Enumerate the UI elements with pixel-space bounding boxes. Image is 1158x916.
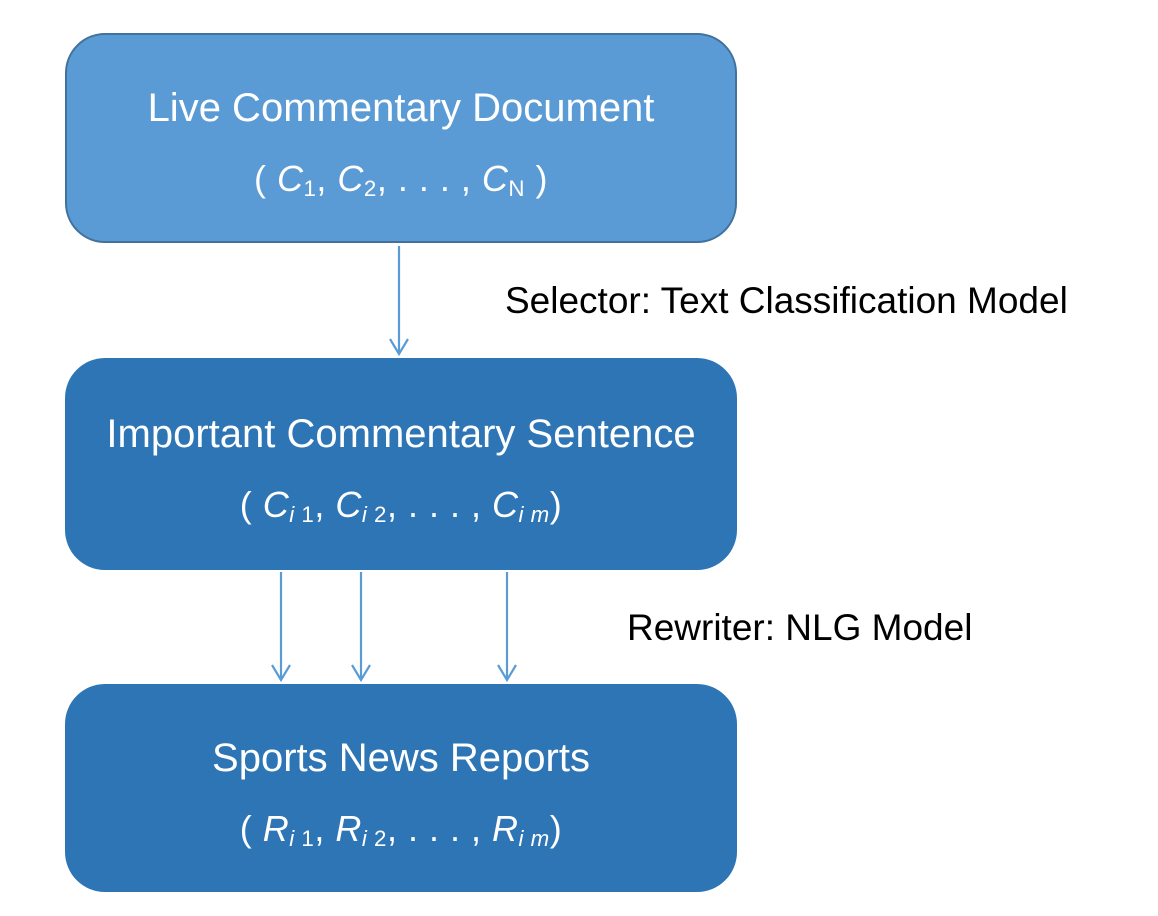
node-title: Sports News Reports: [212, 736, 590, 781]
node-sports-news-reports: Sports News Reports ( Ri 1, Ri 2, . . . …: [65, 684, 737, 892]
node-live-commentary-document: Live Commentary Document ( C1, C2, . . .…: [65, 33, 737, 243]
rewriter-edge-label: Rewriter: NLG Model: [627, 607, 973, 648]
rewriter-arrow-2-icon: [351, 572, 371, 683]
selector-edge-label: Selector: Text Classification Model: [505, 280, 1068, 321]
node-formula: ( Ri 1, Ri 2, . . . , Ri m): [239, 808, 563, 852]
rewriter-arrow-1-icon: [271, 572, 291, 683]
node-title: Live Commentary Document: [147, 86, 655, 131]
rewriter-arrow-3-icon: [497, 572, 517, 683]
selector-arrow-icon: [389, 246, 409, 357]
node-title: Important Commentary Sentence: [106, 412, 696, 457]
node-formula: ( C1, C2, . . . , CN ): [253, 158, 548, 202]
node-important-commentary-sentence: Important Commentary Sentence ( Ci 1, Ci…: [65, 358, 737, 570]
node-formula: ( Ci 1, Ci 2, . . . , Ci m): [239, 484, 563, 528]
